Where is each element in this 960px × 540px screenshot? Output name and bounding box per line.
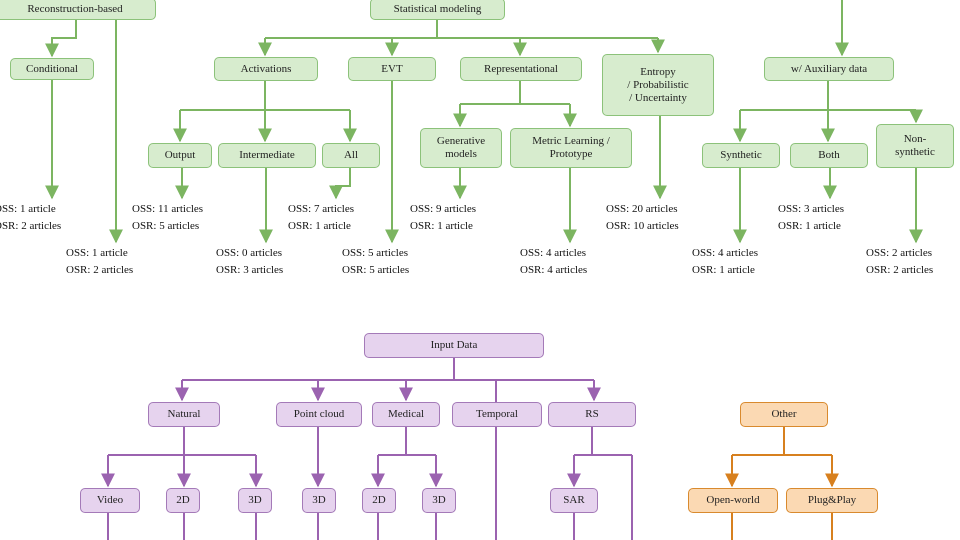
count-entropy-oss: OSS: 20 articles xyxy=(606,203,678,215)
count-both-osr: OSR: 1 article xyxy=(778,220,841,232)
node-both: Both xyxy=(790,143,868,168)
count-all-osr: OSR: 1 article xyxy=(288,220,351,232)
count-all-oss: OSS: 7 articles xyxy=(288,203,354,215)
count-synthetic-oss: OSS: 4 articles xyxy=(692,247,758,259)
node-medical-3d: 3D xyxy=(422,488,456,513)
connector-lines xyxy=(45,0,923,540)
node-video: Video xyxy=(80,488,140,513)
node-non-synthetic: Non- synthetic xyxy=(876,124,954,168)
node-auxiliary-data: w/ Auxiliary data xyxy=(764,57,894,81)
node-natural-2d: 2D xyxy=(166,488,200,513)
node-representational: Representational xyxy=(460,57,582,81)
count-evt-osr: OSR: 5 articles xyxy=(342,264,410,276)
node-medical: Medical xyxy=(372,402,440,427)
node-point-cloud: Point cloud xyxy=(276,402,362,427)
node-rs: RS xyxy=(548,402,636,427)
node-natural-3d: 3D xyxy=(238,488,272,513)
node-evt: EVT xyxy=(348,57,436,81)
node-plug-and-play: Plug&Play xyxy=(786,488,878,513)
node-open-world: Open-world xyxy=(688,488,778,513)
count-generative-oss: OSS: 9 articles xyxy=(410,203,476,215)
count-both-oss: OSS: 3 articles xyxy=(778,203,844,215)
count-intermediate-oss: OSS: 0 articles xyxy=(216,247,282,259)
node-metric-learning-prototype: Metric Learning / Prototype xyxy=(510,128,632,168)
node-synthetic: Synthetic xyxy=(702,143,780,168)
node-natural: Natural xyxy=(148,402,220,427)
node-conditional: Conditional xyxy=(10,58,94,80)
node-input-data: Input Data xyxy=(364,333,544,358)
count-metric-oss: OSS: 4 articles xyxy=(520,247,586,259)
connector xyxy=(45,20,77,58)
node-temporal: Temporal xyxy=(452,402,542,427)
node-point-cloud-3d: 3D xyxy=(302,488,336,513)
node-activations: Activations xyxy=(214,57,318,81)
count-nonsynthetic-osr: OSR: 2 articles xyxy=(866,264,934,276)
count-generative-osr: OSR: 1 article xyxy=(410,220,473,232)
node-output: Output xyxy=(148,143,212,168)
node-sar: SAR xyxy=(550,488,598,513)
node-statistical-modeling: Statistical modeling xyxy=(370,0,505,20)
count-entropy-osr: OSR: 10 articles xyxy=(606,220,679,232)
count-intermediate-osr: OSR: 3 articles xyxy=(216,264,284,276)
connector xyxy=(329,168,351,200)
count-reconstruction-osr: OSR: 2 articles xyxy=(66,264,134,276)
count-output-osr: OSR: 5 articles xyxy=(132,220,200,232)
count-evt-oss: OSS: 5 articles xyxy=(342,247,408,259)
node-other: Other xyxy=(740,402,828,427)
node-intermediate: Intermediate xyxy=(218,143,316,168)
count-conditional-oss: OSS: 1 article xyxy=(0,203,56,215)
count-conditional-osr: OSR: 2 articles xyxy=(0,220,62,232)
node-medical-2d: 2D xyxy=(362,488,396,513)
count-output-oss: OSS: 11 articles xyxy=(132,203,204,215)
node-reconstruction-based: Reconstruction-based xyxy=(0,0,156,20)
count-metric-osr: OSR: 4 articles xyxy=(520,264,588,276)
count-reconstruction-oss: OSS: 1 article xyxy=(66,247,128,259)
count-nonsynthetic-oss: OSS: 2 articles xyxy=(866,247,932,259)
node-entropy-probabilistic-uncertainty: Entropy / Probabilistic / Uncertainty xyxy=(602,54,714,116)
node-generative-models: Generative models xyxy=(420,128,502,168)
count-synthetic-osr: OSR: 1 article xyxy=(692,264,755,276)
node-all: All xyxy=(322,143,380,168)
